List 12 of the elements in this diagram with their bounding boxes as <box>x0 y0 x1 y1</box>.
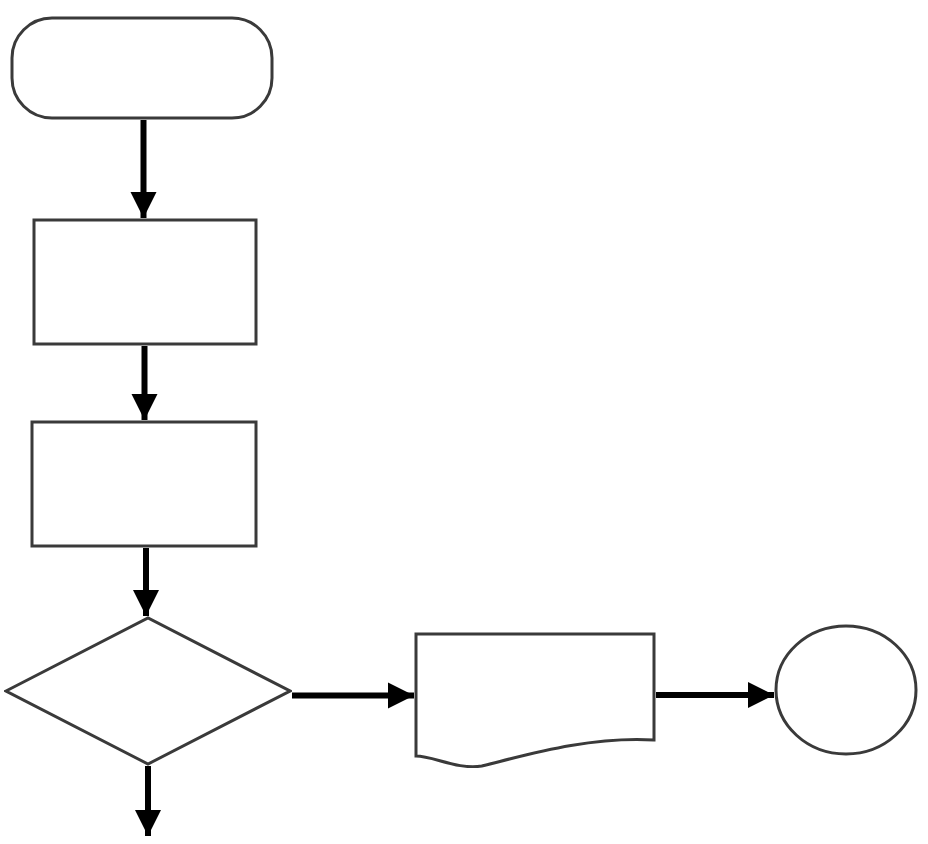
arrow <box>131 346 158 420</box>
terminal-shape <box>10 16 274 120</box>
connector-circle <box>774 624 918 756</box>
arrow <box>135 766 161 836</box>
decision-diamond <box>4 616 292 766</box>
process-box <box>30 420 258 548</box>
arrow <box>656 682 774 708</box>
process-box <box>32 218 258 346</box>
arrow <box>133 548 159 616</box>
document-shape <box>414 632 656 768</box>
arrow <box>130 120 157 218</box>
arrow <box>292 682 414 709</box>
